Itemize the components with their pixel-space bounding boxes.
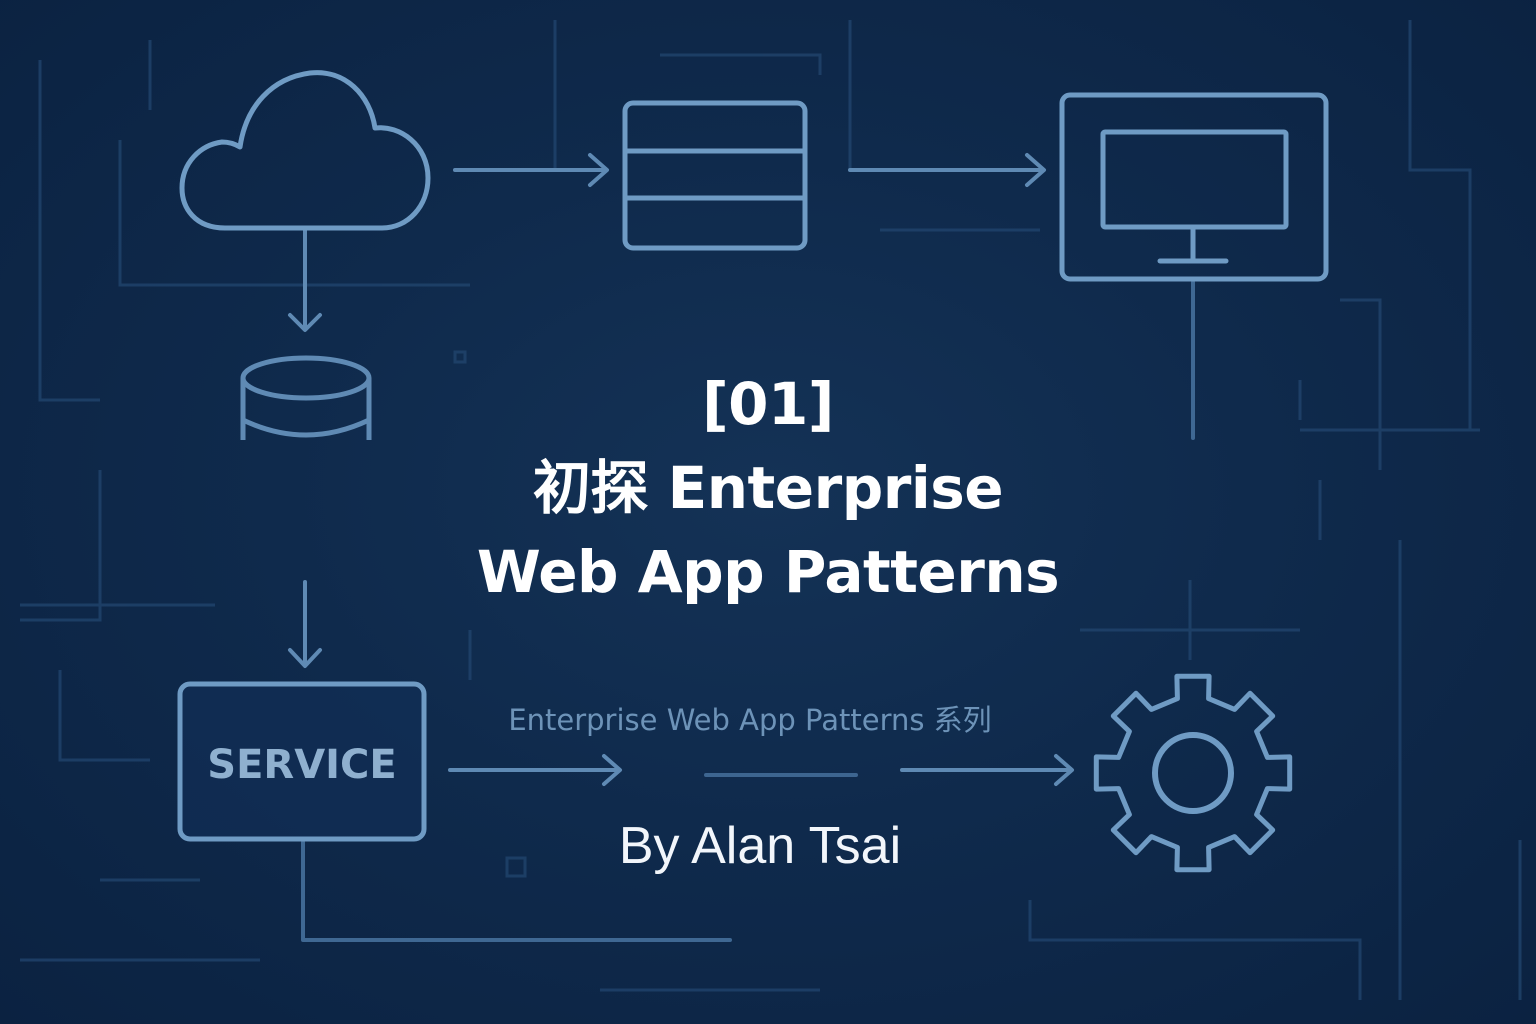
title-line-2: Web App Patterns — [476, 538, 1060, 606]
title-block: [01] 初探 Enterprise Web App Patterns — [368, 362, 1168, 614]
author-name: By Alan Tsai — [618, 817, 902, 875]
service-box: SERVICE — [177, 681, 427, 842]
line-service-bottom — [301, 840, 732, 942]
table-icon — [622, 100, 808, 251]
gear-icon — [1093, 673, 1293, 873]
cloud-icon — [179, 70, 431, 231]
database-icon — [240, 355, 372, 440]
episode-number: [01] — [702, 370, 834, 438]
background-circuit-lines — [20, 20, 1522, 1000]
service-label: SERVICE — [207, 742, 396, 788]
series-label: Enterprise Web App Patterns 系列 — [508, 703, 992, 737]
connectors — [288, 153, 1195, 942]
monitor-icon — [1059, 92, 1329, 282]
title-line-1: 初探 Enterprise — [532, 454, 1004, 522]
